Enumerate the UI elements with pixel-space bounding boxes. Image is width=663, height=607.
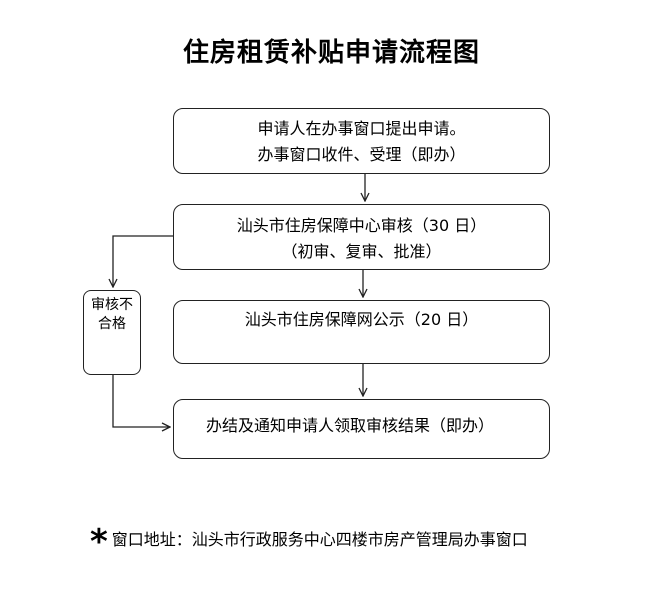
reject-text: 审核不合格 <box>91 297 133 332</box>
step-box-publicity: 汕头市住房保障网公示（20 日） <box>173 300 550 364</box>
asterisk-icon: * <box>90 522 108 562</box>
step-text: 汕头市住房保障网公示（20 日） <box>244 310 479 329</box>
arrow-step2-to-reject <box>113 235 173 287</box>
address-text: 窗口地址：汕头市行政服务中心四楼市房产管理局办事窗口 <box>111 530 528 549</box>
reject-box: 审核不合格 <box>83 290 141 375</box>
diagram-title: 住房租赁补贴申请流程图 <box>182 38 480 68</box>
step-text: （初审、复审、批准） <box>281 242 442 261</box>
footer-address: *窗口地址：汕头市行政服务中心四楼市房产管理局办事窗口 <box>90 522 528 562</box>
arrow-reject-to-step4 <box>112 375 170 427</box>
step-box-apply: 申请人在办事窗口提出申请。 办事窗口收件、受理（即办） <box>173 108 550 174</box>
step-box-review: 汕头市住房保障中心审核（30 日） （初审、复审、批准） <box>173 204 550 270</box>
step-box-result: 办结及通知申请人领取审核结果（即办） <box>173 399 550 459</box>
step-text: 申请人在办事窗口提出申请。 <box>257 119 466 138</box>
step-text: 汕头市住房保障中心审核（30 日） <box>236 216 487 235</box>
step-text: 办事窗口收件、受理（即办） <box>257 145 466 164</box>
step-text: 办结及通知申请人领取审核结果（即办） <box>206 416 495 435</box>
